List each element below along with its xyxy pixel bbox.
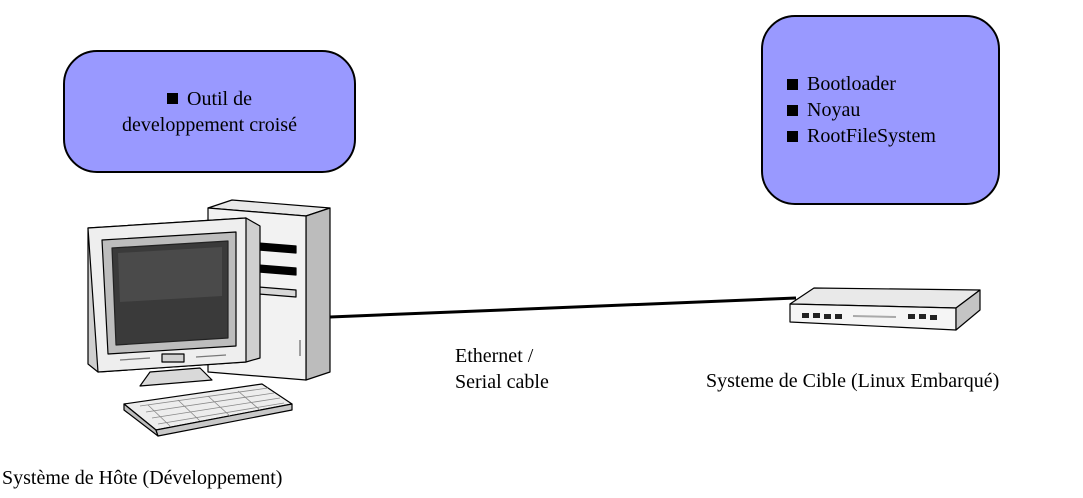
host-tool-line2: developpement croisé (122, 113, 297, 136)
target-item-bootloader: Bootloader (787, 71, 936, 97)
host-tools-box: Outil de developpement croisé (63, 50, 356, 173)
target-system-caption: Systeme de Cible (Linux Embarqué) (706, 370, 1000, 392)
target-components-list: Bootloader Noyau RootFileSystem (787, 71, 936, 149)
cable-label: Ethernet / Serial cable (455, 345, 549, 393)
target-components-box: Bootloader Noyau RootFileSystem (761, 15, 1000, 205)
host-tool-line1: Outil de (187, 87, 252, 110)
host-system-caption: Système de Hôte (Développement) (2, 467, 283, 489)
router-icon (789, 287, 981, 331)
host-tools-text: Outil de developpement croisé (65, 85, 354, 138)
bullet-icon (167, 93, 178, 104)
bullet-icon (787, 78, 798, 90)
desktop-computer-icon (87, 199, 331, 437)
target-item-rootfs: RootFileSystem (787, 123, 936, 149)
bullet-icon (787, 104, 798, 116)
target-item-noyau: Noyau (787, 97, 936, 123)
connection-cable (329, 296, 797, 319)
bullet-icon (787, 130, 798, 142)
